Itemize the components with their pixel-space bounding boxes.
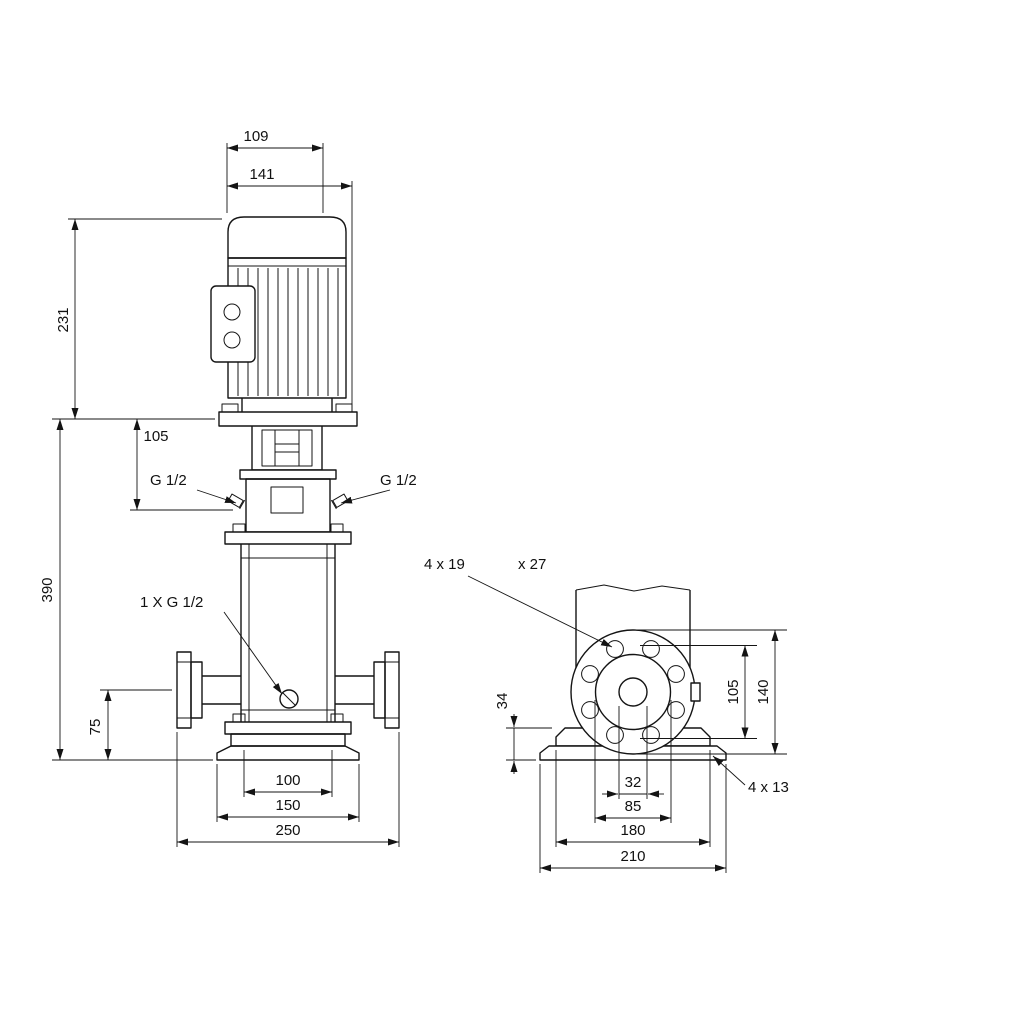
ext-32	[618, 706, 648, 799]
plug-right-label: G 1/2	[380, 472, 417, 489]
flange-holes-label: 4 x 19	[424, 556, 465, 573]
suction-hub	[190, 661, 203, 719]
plug-left-label: G 1/2	[150, 472, 187, 489]
bolt-hole	[606, 640, 624, 658]
ext-140	[636, 629, 787, 755]
base-holes-label: 4 x 13	[748, 779, 789, 796]
coupling-lines	[275, 443, 299, 453]
dim-180-label: 180	[620, 822, 645, 839]
front-view	[176, 216, 400, 761]
dim-105-upper-label: 105	[143, 428, 168, 445]
flange-disc	[570, 629, 696, 755]
front-view-dimensions: 109 141 231 105 390 75 G 1/2 G 1/2 1 X G…	[39, 128, 417, 847]
sleeve-top-plate	[224, 531, 352, 545]
bore-circle	[618, 677, 648, 707]
ext-150	[216, 764, 360, 822]
base-lower	[216, 745, 360, 761]
discharge-pipe	[335, 675, 374, 705]
ext-180	[555, 750, 711, 847]
ext-250	[176, 732, 400, 847]
ext-109	[226, 143, 324, 213]
sleeve-bottom-plate	[224, 721, 352, 735]
column-break-line	[575, 584, 691, 592]
dim-105-flange-label: 105	[725, 679, 742, 704]
staybolts	[248, 544, 328, 722]
drain-plug-slot	[282, 692, 296, 706]
ext-210	[539, 764, 727, 873]
dim-85-label: 85	[625, 798, 642, 815]
terminal-box	[210, 285, 256, 363]
side-view	[539, 584, 727, 761]
bolt-hole	[581, 701, 599, 719]
plug-face	[239, 499, 246, 510]
bolt-hole	[606, 726, 624, 744]
motor-neck	[241, 398, 333, 412]
suction-flange-holes	[177, 661, 191, 719]
flange-side-plug	[690, 682, 701, 702]
leader-base-holes	[712, 755, 746, 786]
ext-105-flange	[640, 645, 757, 739]
leader-plug-right	[340, 489, 391, 504]
suction-pipe	[202, 675, 241, 705]
dim-100-label: 100	[275, 772, 300, 789]
dim-210-label: 210	[620, 848, 645, 865]
cable-entry-top	[223, 303, 241, 321]
motor-stool-plate	[218, 411, 358, 427]
dim-109-label: 109	[243, 128, 268, 145]
leader-plug-left	[196, 489, 237, 504]
coupling	[274, 429, 300, 467]
dim-34-label: 34	[494, 693, 511, 710]
flange-holes-cb-label: x 27	[518, 556, 546, 573]
dim-231-label: 231	[55, 307, 72, 332]
dim-140-label: 140	[755, 679, 772, 704]
bolt-hole	[581, 665, 599, 683]
discharge-hub	[373, 661, 386, 719]
ext-85	[594, 700, 672, 823]
pump-head-port	[270, 486, 304, 514]
dim-250-label: 250	[275, 822, 300, 839]
suction-flange	[176, 651, 192, 729]
leader-flange-holes	[467, 575, 613, 648]
chamber-lines	[241, 557, 335, 711]
bolt-hole	[667, 701, 685, 719]
bolt-holes	[581, 640, 685, 744]
dim-75-label: 75	[87, 719, 104, 736]
sleeve-walls	[240, 544, 336, 722]
raised-face-circle	[594, 653, 672, 731]
dim-150-label: 150	[275, 797, 300, 814]
side-view-dimensions: 4 x 19 x 27 34 105 140 32 85 180 210	[424, 556, 789, 873]
motor-fan-cover	[227, 216, 347, 259]
bolt-hole	[642, 726, 660, 744]
bolt-hole	[642, 640, 660, 658]
dim-32-label: 32	[625, 774, 642, 791]
discharge-flange	[384, 651, 400, 729]
plug-face	[330, 499, 337, 510]
discharge-flange-holes	[385, 661, 399, 719]
pump-head-lip	[239, 469, 337, 480]
dim-141-label: 141	[249, 166, 274, 183]
drain-label: 1 X G 1/2	[140, 594, 203, 611]
dim-390-label: 390	[39, 577, 56, 602]
bolt-hole	[667, 665, 685, 683]
leader-drain	[223, 611, 283, 695]
cable-entry-bottom	[223, 331, 241, 349]
